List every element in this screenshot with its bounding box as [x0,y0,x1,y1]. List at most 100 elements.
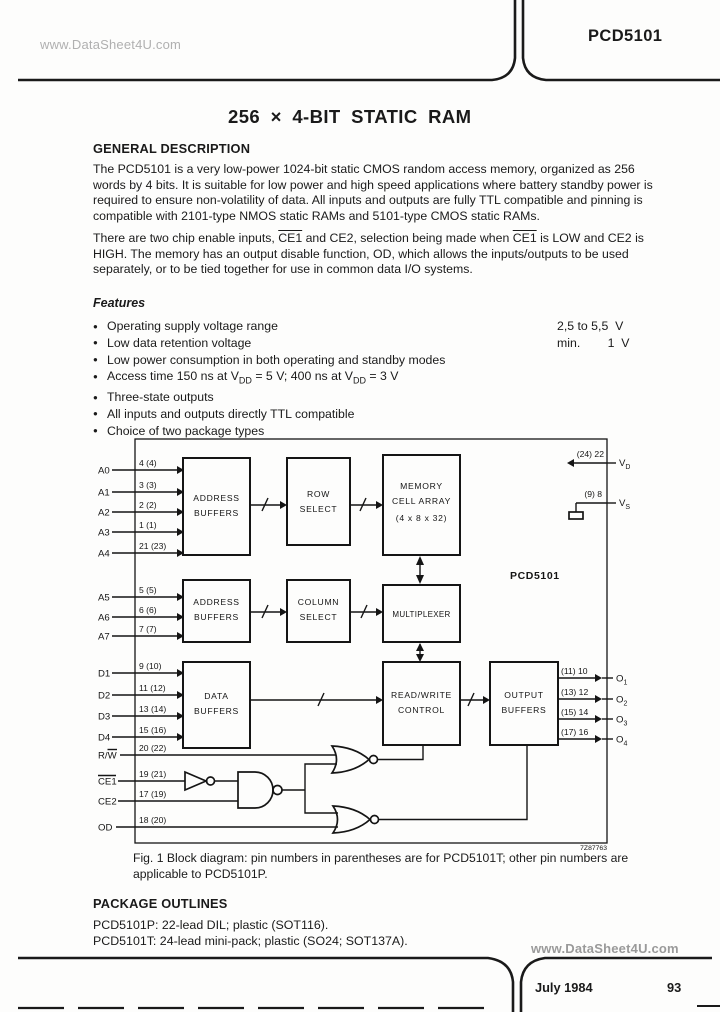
feature-text-segment: = 3 V [365,369,399,384]
feature-text: Access time 150 ns at VDD = 5 V; 400 ns … [107,369,399,386]
data-buffers-box [182,661,251,749]
box-label: SELECT [300,504,338,514]
part-number: PCD5101 [588,27,663,45]
box-label: MEMORY [400,481,443,491]
nor-gate-output-enable [331,805,372,834]
pin-number: (13) 12 [561,687,588,697]
box-label: CONTROL [398,705,445,715]
signal-label: D3 [98,712,110,723]
address-buffers-1-box [182,457,251,556]
signal-label: D4 [98,733,111,744]
inverter-gate [184,770,209,792]
pin-number: 7 (7) [139,624,157,634]
signal-label-ce1: CE1 [98,777,117,788]
diagram-frame [134,438,608,844]
pin-number: 15 (16) [139,725,166,735]
package-line: PCD5101T: 24-lead mini-pack; plastic (SO… [93,934,408,949]
drawing-code: 7Z87763 [580,845,607,852]
feature-item: ● Operating supply voltage range 2,5 to 5… [93,318,655,335]
signal-label: D1 [98,669,110,680]
feature-text: Three-state outputs [107,390,214,405]
box-label: READ/WRITE [391,690,452,700]
bullet-icon: ● [93,338,98,348]
bus-arrows [250,497,490,707]
ground-symbol [568,511,584,520]
multiplexer-box [382,584,461,643]
signal-label: A0 [98,466,110,477]
feature-text-segment: Access time 150 ns at V [107,369,239,384]
signal-label: A4 [98,549,110,560]
box-label: BUFFERS [194,612,239,622]
vdd-label: VDD [619,458,630,471]
description-paragraph-2: There are two chip enable inputs, CE1 an… [93,231,655,278]
power-pins: (24) 22 VDD (9) 8 VSS [567,449,630,520]
box-label: BUFFERS [501,705,546,715]
para2-segment: is LOW and CE2 is HIGH. The memory has a… [93,231,644,276]
page-title: 256 × 4-BIT STATIC RAM [228,106,472,127]
box-label: OUTPUT [504,690,544,700]
watermark-bottom: www.DataSheet4U.com [531,941,679,956]
column-select-box [286,579,351,643]
feature-item: ●Low power consumption in both operating… [93,352,655,369]
footer-rule-left [18,956,515,1012]
input-wires [112,669,184,741]
para2-segment: and CE2, selection being made when [302,231,513,245]
feature-text: Choice of two package types [107,423,265,438]
read-write-control-box [382,661,461,746]
box-label: ADDRESS [193,493,239,503]
signal-label: A5 [98,593,110,604]
output-label: O1 [616,674,627,687]
bullet-icon: ● [93,409,98,419]
output-wires [558,674,613,743]
nand-bubble [272,784,283,796]
box-label: (4 x 8 x 32) [396,513,447,523]
feature-value: 2,5 to 5,5 V [557,319,624,333]
feature-item: ● Low data retention voltage min. 1 V [93,335,655,352]
box-label: SELECT [300,612,338,622]
bullet-icon: ● [93,355,98,365]
pin-number: 21 (23) [139,541,166,551]
row-select-box [286,457,351,546]
general-description-body: The PCD5101 is a very low-power 1024-bit… [93,162,655,285]
feature-value: min. 1 V [557,335,630,350]
inverter-bubble [205,776,216,786]
feature-item: ● All inputs and outputs directly TTL com… [93,406,655,423]
pin-number: (9) 8 [584,489,602,499]
footer-rule-right [519,956,712,1012]
footer-date: July 1984 [535,980,593,995]
signal-label: A6 [98,613,110,624]
feature-item: ●Choice of two package types [93,423,655,440]
control-inputs: R/W 20 (22) CE1 19 (21) CE2 17 (19) OD 1… [98,743,338,834]
description-paragraph-1: The PCD5101 is a very low-power 1024-bit… [93,162,653,223]
feature-text: Operating supply voltage range [107,319,278,333]
nor-bubble [368,754,379,765]
feature-item: ●Three-state outputs [93,389,655,406]
address-buffers-2-box [182,579,251,643]
package-outlines-heading: PACKAGE OUTLINES [93,896,228,911]
feature-text: Low data retention voltage [107,335,252,350]
nor-gate-read-write [330,745,371,774]
bullet-icon: ● [93,321,98,331]
feature-text-segment: = 5 V; 400 ns at V [251,369,353,384]
pin-number: (11) 10 [561,666,588,676]
watermark-top: www.DataSheet4U.com [40,37,182,52]
box-label: MULTIPLEXER [392,610,450,619]
block-diagram: ADDRESS BUFFERS ROW SELECT MEMORY CELL A… [98,438,630,852]
box-label: COLUMN [298,597,339,607]
vdd-subscript: DD [238,375,252,386]
pin-number: 11 (12) [139,683,166,693]
pin-number: (15) 14 [561,707,588,717]
control-logic-gates [184,745,528,834]
address-inputs-high: A0 4 (4) A1 3 (3) A2 2 (2) A3 1 (1) A4 2… [98,458,184,560]
signal-label-ce2: CE2 [98,797,117,808]
pin-number: 6 (6) [139,605,157,615]
signal-label: A3 [98,528,110,539]
feature-item: ●Access time 150 ns at VDD = 5 V; 400 ns… [93,368,655,389]
output-buffers-box [489,661,559,746]
feature-text: All inputs and outputs directly TTL comp… [107,406,355,421]
para2-segment: There are two chip enable inputs, [93,231,279,245]
pin-number: 1 (1) [139,520,157,530]
diagram-box-labels: ADDRESS BUFFERS ROW SELECT MEMORY CELL A… [193,481,546,716]
pin-number: 20 (22) [139,743,166,753]
